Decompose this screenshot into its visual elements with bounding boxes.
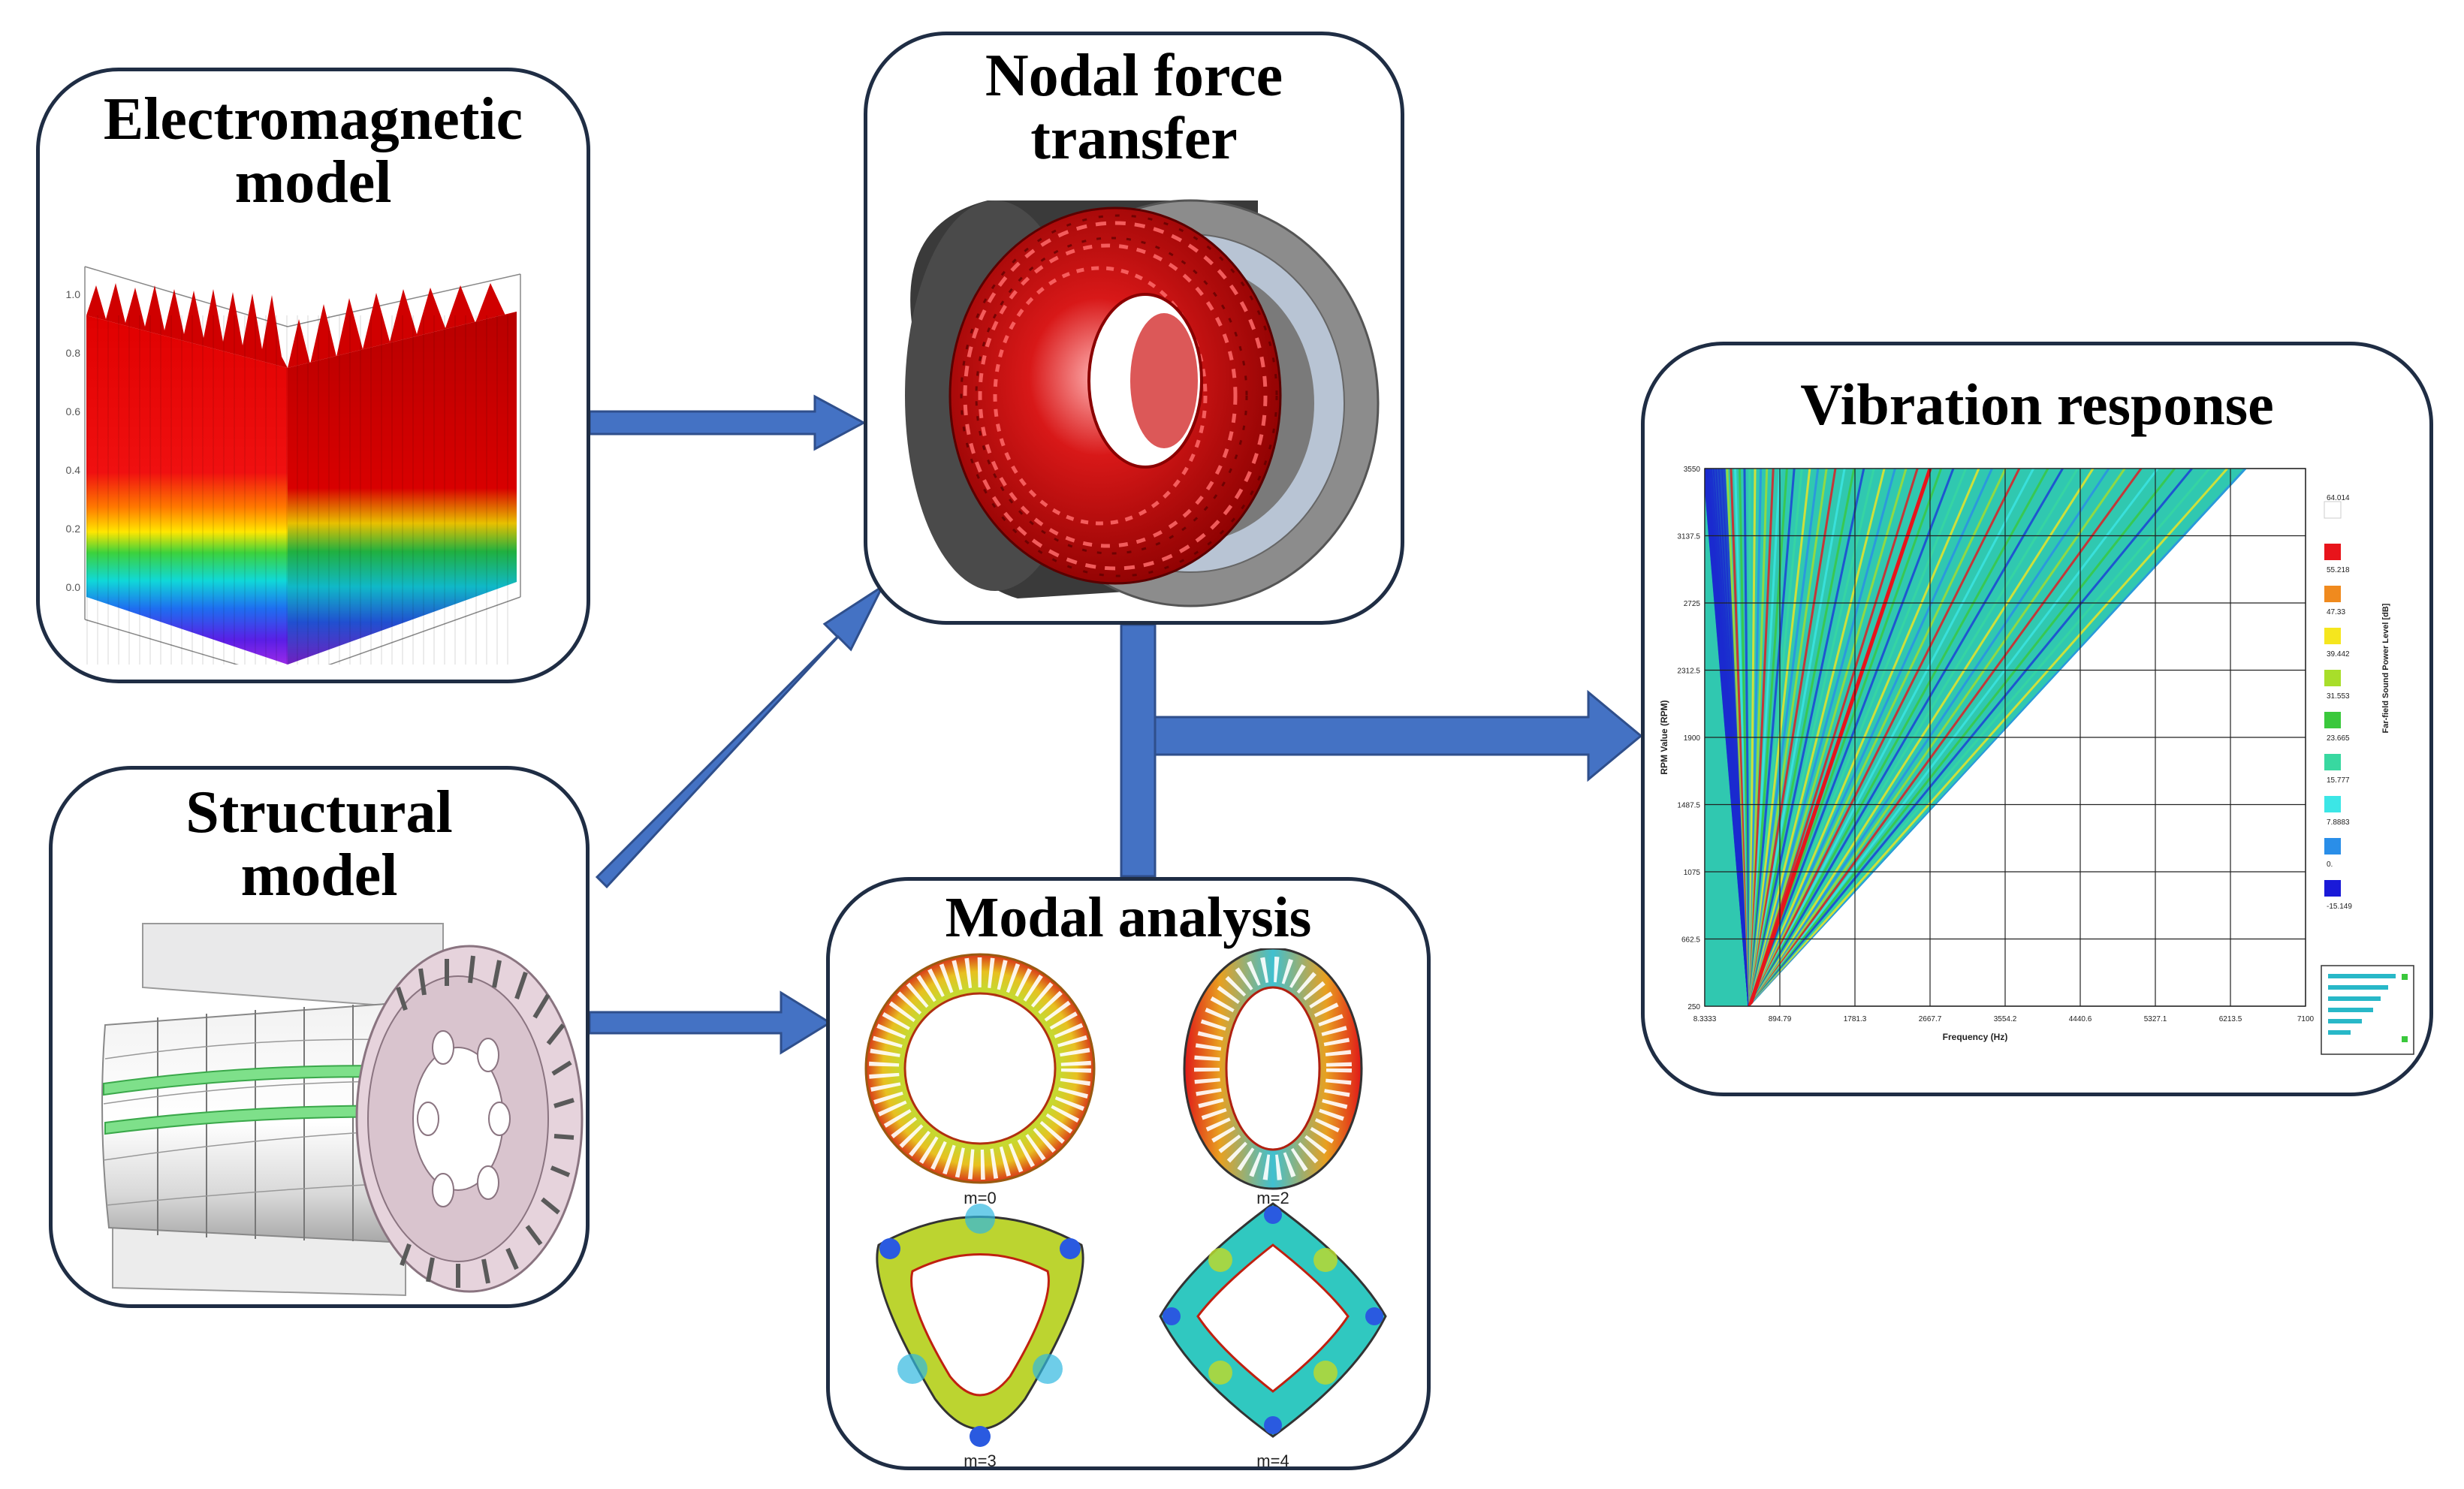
legend-swatch <box>2324 754 2341 770</box>
thumbnail-plot <box>2321 965 2414 1055</box>
legend-swatch <box>2324 501 2342 519</box>
mode-shapes: m=0 m=2 m=3 m=4 <box>864 948 1387 1470</box>
title-line-1: Nodal force <box>985 43 1283 109</box>
legend-value: 47.33 <box>2327 608 2345 616</box>
y-axis-label: RPM Value (RPM) <box>1659 700 1669 774</box>
mode-label-m0: m=0 <box>964 1189 996 1207</box>
structural-model-title: Structural model <box>53 781 586 907</box>
title-line-1: Electromagnetic <box>103 86 523 152</box>
mode-m4-shape <box>1159 1202 1387 1438</box>
legend-value: 23.665 <box>2327 734 2350 743</box>
mode-label-m3: m=3 <box>964 1451 996 1470</box>
electromagnetic-model-title: Electromagnetic model <box>40 88 587 214</box>
legend-value: 31.553 <box>2327 692 2350 701</box>
legend-value: 55.218 <box>2327 566 2350 574</box>
structural-model-panel: Structural model <box>49 766 590 1308</box>
y-tick-label: 2725 <box>1684 600 1701 608</box>
legend-value: 15.777 <box>2327 776 2350 785</box>
mode-m3-shape <box>876 1204 1084 1447</box>
y-tick-label: 1075 <box>1684 869 1701 877</box>
z-tick: 1.0 <box>66 288 81 300</box>
nodal-force-title: Nodal force transfer <box>867 44 1401 170</box>
x-tick-label: 1781.3 <box>1844 1015 1867 1023</box>
x-tick-label: 7100 <box>2297 1015 2315 1023</box>
em-3d-surface-plot: 1.0 0.8 0.6 0.4 0.2 0.0 <box>66 266 521 665</box>
y-tick-label: 1900 <box>1684 734 1701 743</box>
legend-swatch <box>2324 796 2341 812</box>
legend-value: 7.8883 <box>2327 818 2350 827</box>
arrow-to-vibration <box>1154 689 1643 782</box>
x-tick-label: 2667.7 <box>1919 1015 1942 1023</box>
legend-swatch <box>2324 670 2341 686</box>
legend-swatch <box>2324 712 2341 728</box>
y-tick-label: 3137.5 <box>1677 533 1700 541</box>
arrow-structural-to-nodal <box>595 583 885 889</box>
mode-m0-shape <box>864 953 1096 1184</box>
campbell-diagram: 8.3333 894.79 1781.3 2667.7 3554.2 4440.6 5327… <box>1659 466 2390 1042</box>
mode-label-m4: m=4 <box>1256 1451 1289 1470</box>
x-tick-label: 4440.6 <box>2069 1015 2092 1023</box>
z-tick: 0.8 <box>66 347 81 359</box>
legend-value: -15.149 <box>2327 903 2352 911</box>
y-tick-label: 3550 <box>1684 466 1701 474</box>
title-line-1: Structural <box>185 779 453 845</box>
nodal-force-transfer-panel: Nodal force transfer <box>864 32 1404 625</box>
y-tick-label: 250 <box>1687 1003 1700 1011</box>
legend-swatch <box>2324 628 2341 644</box>
x-tick-label: 5327.1 <box>2144 1015 2167 1023</box>
modal-analysis-title: Modal analysis <box>945 886 1312 949</box>
mode-m2-shape <box>1183 948 1363 1190</box>
y-tick-label: 1487.5 <box>1677 802 1700 810</box>
title-line-2: model <box>240 842 398 909</box>
arrow-structural-to-modal <box>588 990 832 1055</box>
z-tick: 0.2 <box>66 523 81 535</box>
legend-value: 39.442 <box>2327 650 2350 659</box>
legend-value: 0. <box>2327 861 2333 869</box>
legend-swatch <box>2324 586 2341 602</box>
x-tick-label: 8.3333 <box>1693 1015 1717 1023</box>
x-tick-label: 894.79 <box>1769 1015 1792 1023</box>
z-tick: 0.6 <box>66 405 81 417</box>
legend-swatch <box>2324 880 2341 897</box>
arrow-em-to-nodal <box>588 394 867 451</box>
z-tick: 0.4 <box>66 464 81 476</box>
motor-structure-illustration <box>101 923 584 1297</box>
legend-title: Far-field Sound Power Level [dB] <box>2381 603 2390 733</box>
legend-swatch <box>2324 544 2341 560</box>
connector-vertical <box>1120 623 1157 878</box>
legend-swatch <box>2324 838 2341 855</box>
mode-label-m2: m=2 <box>1256 1189 1289 1207</box>
x-tick-label: 6213.5 <box>2219 1015 2242 1023</box>
modal-analysis-panel: Modal analysis <box>826 877 1431 1470</box>
title-line-2: transfer <box>1030 106 1238 172</box>
vibration-response-panel: Vibration response 8.3333 894.79 1781.3 266… <box>1641 342 2433 1096</box>
legend-value: 64.014 <box>2327 494 2350 502</box>
nodal-force-3d-view <box>905 199 1380 607</box>
y-tick-label: 662.5 <box>1681 936 1700 945</box>
vibration-response-title: Vibration response <box>1800 372 2274 437</box>
y-tick-label: 2312.5 <box>1677 668 1700 676</box>
electromagnetic-model-panel: Electromagnetic model <box>36 68 590 683</box>
z-tick: 0.0 <box>66 581 81 593</box>
title-line-2: model <box>234 149 392 216</box>
x-tick-label: 3554.2 <box>1994 1015 2017 1023</box>
x-axis-label: Frequency (Hz) <box>1943 1032 2008 1042</box>
